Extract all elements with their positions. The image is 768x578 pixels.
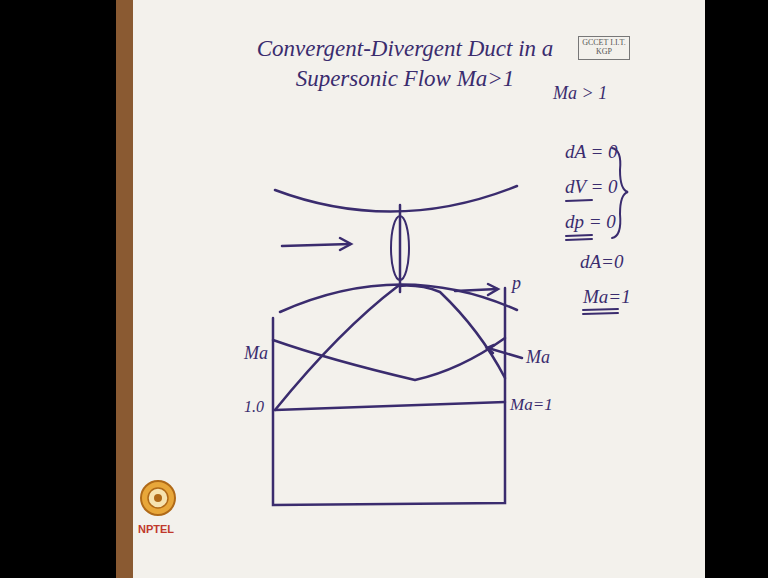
axis-label: Ma (244, 344, 268, 364)
equation: dV = 0 (565, 177, 618, 198)
condition-note: Ma > 1 (553, 84, 607, 104)
logo-box: GCCET I.I.T. KGP (578, 36, 630, 60)
equation: Ma=1 (583, 287, 631, 308)
equation: dA=0 (580, 252, 623, 273)
board-edge (116, 0, 133, 578)
equation: dp = 0 (565, 212, 616, 233)
logo-text: GCCET I.I.T. KGP (582, 39, 626, 57)
reference-line-label: Ma=1 (510, 396, 553, 415)
equation: dA = 0 (565, 142, 618, 163)
heading: Convergent-Divergent Duct in a Supersoni… (245, 34, 565, 94)
curve-label: p (512, 274, 521, 294)
axis-value: 1.0 (244, 398, 264, 416)
watermark: NPTEL (138, 523, 174, 535)
curve-label: Ma (526, 348, 550, 368)
